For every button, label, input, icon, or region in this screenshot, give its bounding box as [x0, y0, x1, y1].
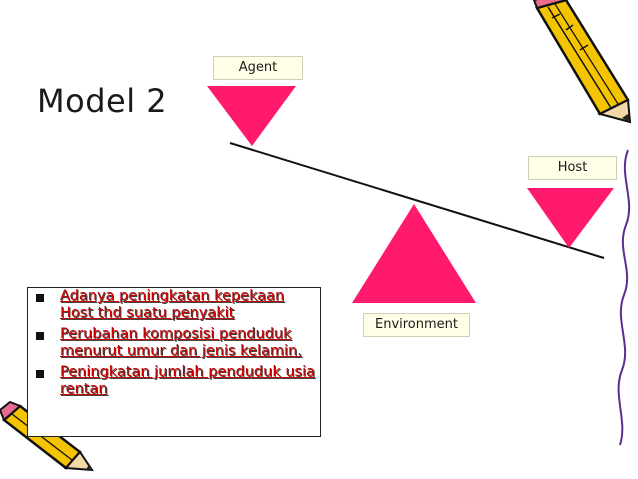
bullet-marker	[36, 294, 44, 302]
bullet-text: Adanya peningkatan kepekaan Host thd sua…	[60, 288, 320, 322]
environment-label: Environment	[363, 313, 470, 337]
decorative-border-line	[619, 150, 630, 445]
host-label: Host	[528, 156, 617, 180]
agent-label: Agent	[213, 56, 303, 80]
environment-triangle	[352, 204, 476, 303]
bullet-text: Perubahan komposisi penduduk menurut umu…	[60, 326, 320, 360]
bullet-list: Adanya peningkatan kepekaan Host thd sua…	[28, 288, 320, 398]
bullet-text: Peningkatan jumlah penduduk usia rentan	[60, 364, 320, 398]
bullet-marker	[36, 370, 44, 378]
bullet-marker	[36, 332, 44, 340]
pencil-icon	[534, 0, 630, 122]
bullet-box: Adanya peningkatan kepekaan Host thd sua…	[27, 287, 321, 437]
slide-title: Model 2	[37, 82, 167, 120]
agent-triangle	[207, 86, 296, 146]
bullet-item: Adanya peningkatan kepekaan Host thd sua…	[28, 288, 320, 322]
bullet-item: Perubahan komposisi penduduk menurut umu…	[28, 326, 320, 360]
bullet-item: Peningkatan jumlah penduduk usia rentan	[28, 364, 320, 398]
